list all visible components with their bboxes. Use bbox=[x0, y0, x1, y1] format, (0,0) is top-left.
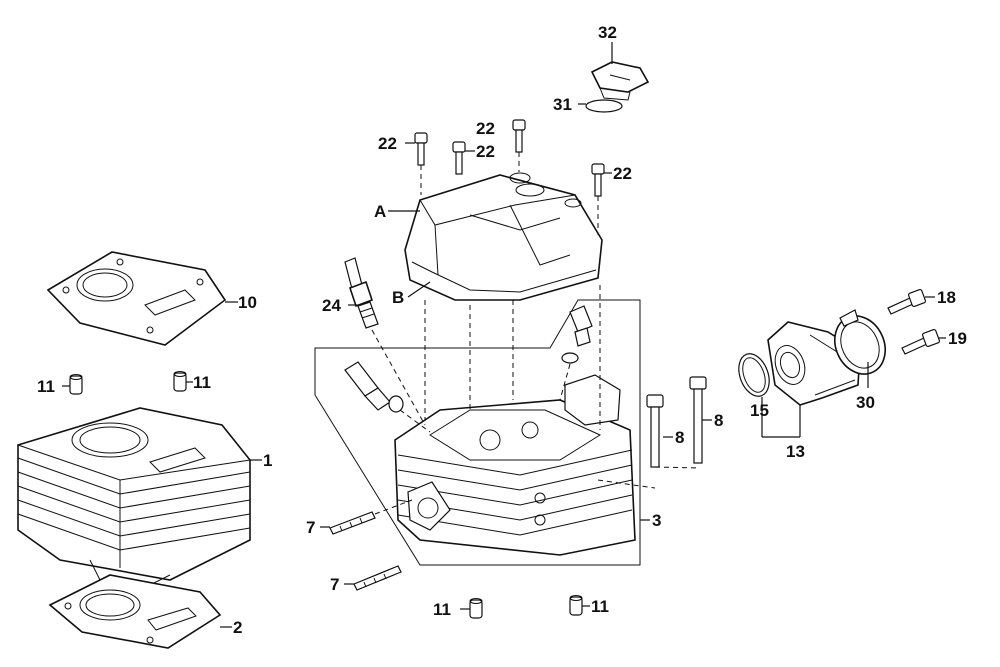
cylinder-block bbox=[17, 407, 251, 586]
intake-o-ring bbox=[738, 353, 770, 397]
label-22-right: 22 bbox=[613, 164, 632, 183]
label-a: A bbox=[374, 202, 386, 221]
head-bolt-2 bbox=[689, 376, 707, 464]
stud-bolt-1 bbox=[329, 511, 376, 535]
label-11-lower-right: 11 bbox=[591, 597, 609, 616]
oil-filler-cap bbox=[590, 61, 650, 101]
label-7-lower: 7 bbox=[330, 575, 339, 594]
label-24: 24 bbox=[322, 296, 341, 315]
cylinder-head-gasket bbox=[46, 251, 227, 346]
label-15: 15 bbox=[750, 401, 769, 420]
stud-bolt-2 bbox=[353, 565, 402, 591]
label-10: 10 bbox=[238, 293, 257, 312]
label-7-upper: 7 bbox=[306, 518, 315, 537]
intake-bolt-18 bbox=[887, 288, 927, 315]
label-13: 13 bbox=[786, 442, 805, 461]
cover-bolt-1 bbox=[414, 132, 428, 166]
label-30: 30 bbox=[856, 393, 875, 412]
intake-bolt-19 bbox=[901, 328, 941, 355]
fitting-washer bbox=[561, 352, 579, 364]
o-ring-cap bbox=[585, 99, 623, 113]
label-22-top: 22 bbox=[476, 119, 495, 138]
spark-plug bbox=[344, 257, 379, 329]
label-22-mid: 22 bbox=[476, 142, 495, 161]
label-22-left: 22 bbox=[378, 134, 397, 153]
temperature-sensor bbox=[344, 361, 391, 411]
label-18: 18 bbox=[937, 288, 956, 307]
head-fitting bbox=[569, 305, 593, 347]
label-8-right: 8 bbox=[714, 411, 723, 430]
dowel-pin-lower-right bbox=[569, 595, 583, 616]
cover-bolt-3 bbox=[512, 119, 526, 153]
label-11-lower-left: 11 bbox=[433, 600, 451, 619]
cylinder-head bbox=[394, 374, 636, 556]
head-group-outline bbox=[314, 299, 641, 566]
label-b: B bbox=[392, 288, 404, 307]
dowel-pin-lower-left bbox=[469, 598, 483, 619]
label-1: 1 bbox=[263, 451, 272, 470]
cylinder-base-gasket bbox=[48, 574, 222, 649]
intake-hose-clamp bbox=[834, 309, 886, 375]
cover-bolt-4 bbox=[591, 163, 605, 197]
dowel-pin-upper-left bbox=[69, 374, 83, 395]
label-3: 3 bbox=[652, 511, 661, 530]
cylinder-head-cover bbox=[404, 172, 603, 301]
label-11-upper-right: 11 bbox=[193, 373, 211, 392]
dowel-pin-upper-right bbox=[173, 371, 187, 392]
label-31: 31 bbox=[553, 95, 572, 114]
sensor-washer bbox=[388, 395, 404, 413]
label-11-upper-left: 11 bbox=[37, 377, 55, 396]
head-bolt-1 bbox=[646, 394, 664, 468]
label-8-left: 8 bbox=[675, 428, 684, 447]
label-2: 2 bbox=[233, 618, 242, 637]
cover-bolt-2 bbox=[452, 141, 466, 175]
label-19: 19 bbox=[948, 329, 967, 348]
label-32: 32 bbox=[598, 23, 617, 42]
